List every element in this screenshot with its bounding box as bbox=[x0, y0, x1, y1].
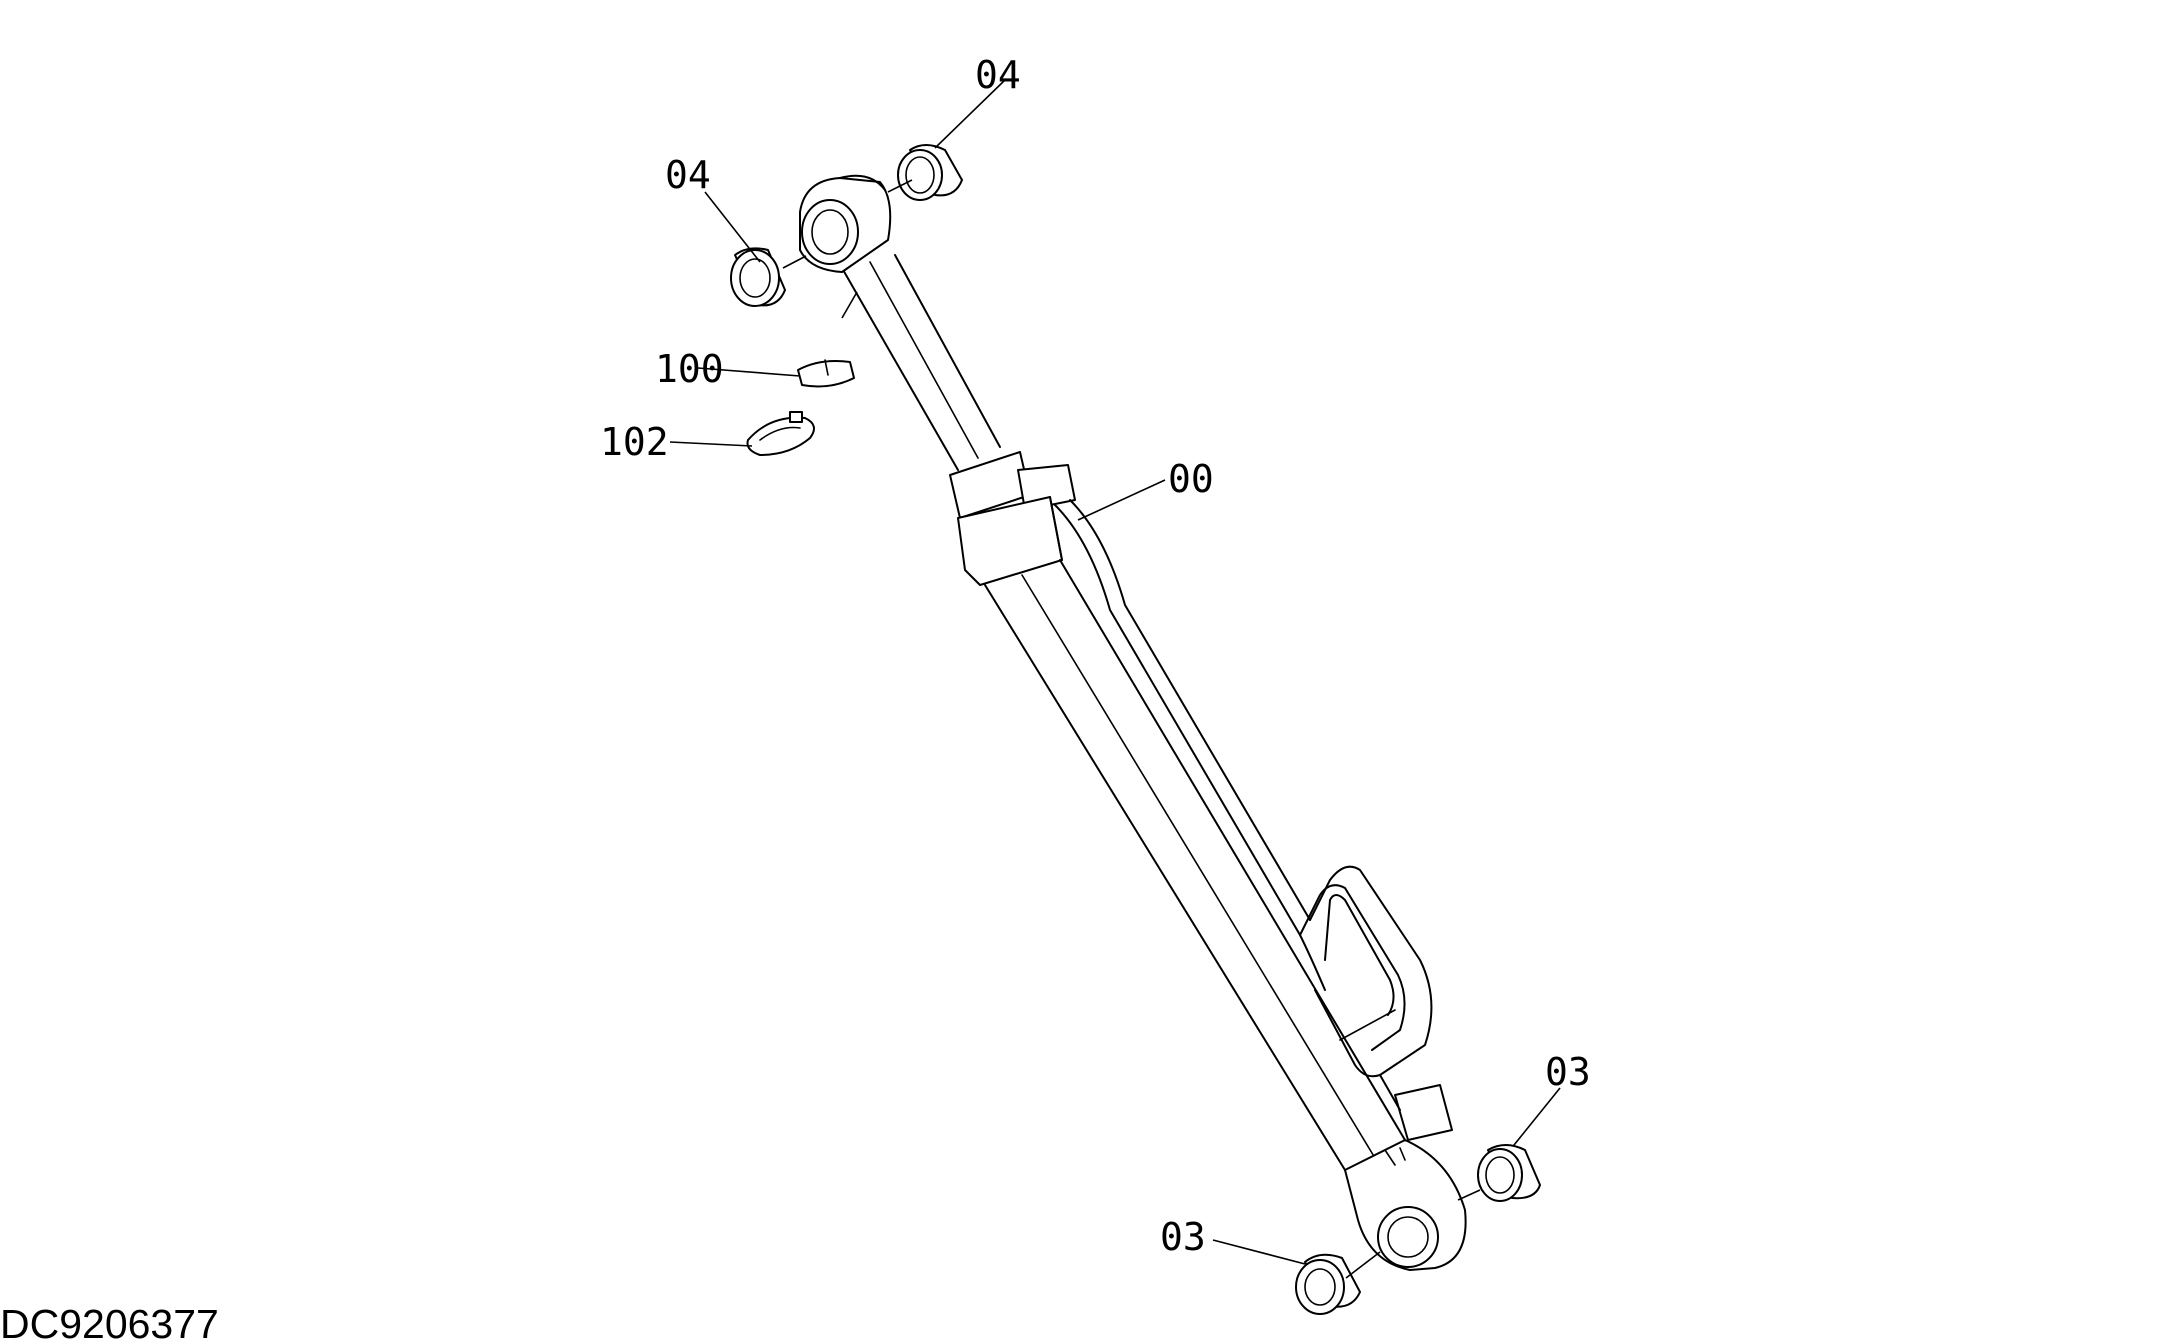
cylinder-gland bbox=[949, 451, 1076, 586]
callout-102: 102 bbox=[600, 420, 669, 464]
callout-04-right: 04 bbox=[975, 53, 1021, 97]
bushing-axis-line bbox=[1345, 1251, 1381, 1279]
callout-03-right: 03 bbox=[1545, 1050, 1591, 1094]
bushing-04-right bbox=[897, 144, 963, 201]
bushing-axis-line bbox=[1457, 1189, 1481, 1201]
cylinder-rod bbox=[841, 254, 1001, 471]
part-100-ring bbox=[797, 359, 855, 388]
cylinder-barrel bbox=[984, 559, 1406, 1171]
bushing-axis-line bbox=[887, 179, 913, 193]
rod-end-eye bbox=[799, 174, 892, 273]
bushing-03-left bbox=[1295, 1253, 1361, 1315]
leader-lines bbox=[669, 79, 1561, 1265]
bushing-axis-line bbox=[782, 255, 807, 269]
bushing-03-right bbox=[1477, 1144, 1541, 1202]
callout-100: 100 bbox=[655, 347, 724, 391]
callout-03-left: 03 bbox=[1160, 1215, 1206, 1259]
callout-04-left: 04 bbox=[665, 153, 711, 197]
drawing-id: DC9206377 bbox=[0, 1301, 219, 1344]
callout-00: 00 bbox=[1168, 457, 1214, 501]
part-102-snap-ring bbox=[746, 411, 815, 456]
rod-indicator-line bbox=[841, 291, 858, 319]
bushing-04-left bbox=[730, 247, 786, 307]
cylinder-bottom-eye bbox=[1344, 1139, 1467, 1271]
hydraulic-pipe bbox=[1054, 499, 1453, 1141]
